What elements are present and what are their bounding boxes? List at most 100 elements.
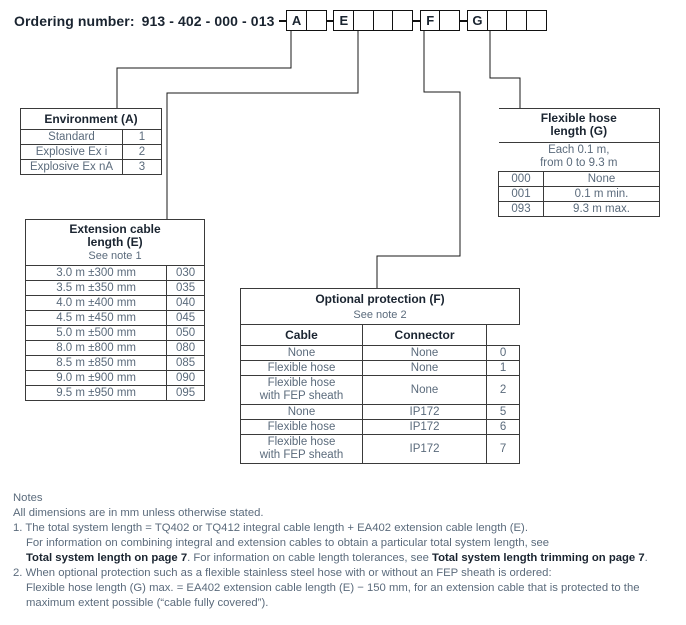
table-row[interactable]: 5.0 m ±500 mm 050 bbox=[24, 325, 205, 342]
code-cell-a-key[interactable]: A bbox=[286, 10, 308, 31]
protection-cable: Flexible hose with FEP sheath bbox=[240, 433, 363, 464]
extension-code: 030 bbox=[166, 265, 205, 282]
note-1-ref-2[interactable]: Total system length trimming on page 7 bbox=[432, 552, 645, 565]
note-1-ref-1[interactable]: Total system length on page 7 bbox=[26, 552, 188, 565]
table-row[interactable]: 093 9.3 m max. bbox=[498, 200, 660, 217]
note-1-number: 1. bbox=[13, 522, 23, 535]
table-row[interactable]: None IP172 5 bbox=[240, 403, 520, 420]
code-cell-e-key[interactable]: E bbox=[333, 10, 355, 31]
code-cell-e-1[interactable] bbox=[352, 10, 374, 31]
protection-cable-line2: with FEP sheath bbox=[259, 448, 344, 461]
extension-code: 050 bbox=[166, 325, 205, 342]
protection-code: 1 bbox=[486, 360, 520, 376]
table-row[interactable]: None None 0 bbox=[240, 345, 520, 361]
code-cell-g-key[interactable]: G bbox=[466, 10, 488, 31]
range-line2: from 0 to 9.3 m bbox=[540, 156, 618, 169]
extension-label: 4.0 m ±400 mm bbox=[24, 295, 168, 312]
extension-table-subtitle: See note 1 bbox=[88, 249, 142, 262]
code-cell-g-2[interactable] bbox=[506, 10, 528, 31]
code-cell-g-1[interactable] bbox=[486, 10, 508, 31]
table-row[interactable]: 3.0 m ±300 mm 030 bbox=[24, 265, 205, 282]
notes-dimensions-line: All dimensions are in mm unless otherwis… bbox=[13, 507, 264, 520]
code-cell-e-3[interactable] bbox=[392, 10, 414, 31]
environment-label: Explosive Ex i bbox=[20, 144, 123, 160]
flexible-hose-title: Flexible hose length (G) bbox=[498, 108, 660, 143]
table-row[interactable]: 000 None bbox=[498, 170, 660, 187]
ordering-number-base: 913 - 402 - 000 - 013 bbox=[141, 12, 275, 29]
extension-label: 3.5 m ±350 mm bbox=[24, 280, 168, 297]
leader-line-a bbox=[116, 31, 292, 108]
table-row[interactable]: 4.5 m ±450 mm 045 bbox=[24, 310, 205, 327]
note-1-line-2: For information on combining integral an… bbox=[26, 537, 550, 550]
code-cell-e-2[interactable] bbox=[372, 10, 394, 31]
environment-table-title: Environment (A) bbox=[20, 108, 162, 130]
dash-separator bbox=[326, 19, 335, 22]
flexible-hose-range: Each 0.1 m, from 0 to 9.3 m bbox=[498, 141, 660, 172]
note-1-line-3: Total system length on page 7. For infor… bbox=[13, 551, 673, 566]
protection-connector: None bbox=[361, 360, 488, 376]
dash-separator bbox=[413, 19, 422, 22]
note-2-line-1: 2. When optional protection such as a fl… bbox=[13, 566, 673, 581]
table-column-header-row: Cable Connector bbox=[240, 324, 520, 346]
extension-code: 085 bbox=[166, 355, 205, 372]
protection-connector: IP172 bbox=[361, 403, 488, 420]
range-line1: Each 0.1 m, bbox=[548, 143, 610, 156]
note-2-number: 2. bbox=[13, 567, 23, 580]
extension-code: 040 bbox=[166, 295, 205, 312]
code-group-a: A bbox=[286, 10, 327, 31]
table-row[interactable]: 9.0 m ±900 mm 090 bbox=[24, 370, 205, 387]
optional-protection-title: Optional protection (F) See note 2 bbox=[240, 288, 520, 325]
extension-label: 8.0 m ±800 mm bbox=[24, 340, 168, 357]
extension-code: 035 bbox=[166, 280, 205, 297]
environment-label: Standard bbox=[20, 129, 123, 145]
table-row[interactable]: Flexible hose IP172 6 bbox=[240, 418, 520, 435]
protection-code: 7 bbox=[486, 433, 520, 464]
protection-code: 5 bbox=[486, 403, 520, 420]
protection-cable: None bbox=[240, 403, 363, 420]
extension-code: 080 bbox=[166, 340, 205, 357]
extension-label: 9.5 m ±950 mm bbox=[24, 385, 168, 402]
ordering-number-row: Ordering number: 913 - 402 - 000 - 013 A… bbox=[14, 10, 547, 31]
protection-code: 2 bbox=[486, 375, 520, 405]
table-row[interactable]: 8.0 m ±800 mm 080 bbox=[24, 340, 205, 357]
leader-line-e bbox=[166, 31, 359, 219]
flexible-hose-code: 093 bbox=[498, 200, 544, 217]
code-cell-g-3[interactable] bbox=[525, 10, 547, 31]
code-cell-f-key[interactable]: F bbox=[419, 10, 441, 31]
optional-protection-subtitle: See note 2 bbox=[353, 309, 407, 321]
protection-cable: Flexible hose bbox=[240, 418, 363, 435]
extension-title-line1: Extension cable bbox=[69, 222, 161, 236]
table-row[interactable]: Flexible hose None 1 bbox=[240, 360, 520, 376]
flexible-hose-code: 000 bbox=[498, 170, 544, 187]
environment-label: Explosive Ex nA bbox=[20, 159, 123, 175]
column-header-connector: Connector bbox=[361, 324, 488, 346]
table-row[interactable]: Standard 1 bbox=[20, 129, 162, 145]
table-header-row: Extension cable length (E) See note 1 bbox=[25, 218, 205, 267]
table-row[interactable]: Explosive Ex i 2 bbox=[20, 144, 162, 160]
protection-connector: None bbox=[361, 375, 488, 405]
environment-code: 3 bbox=[122, 159, 162, 175]
code-cell-a-1[interactable] bbox=[305, 10, 327, 31]
code-cell-f-1[interactable] bbox=[439, 10, 461, 31]
table-row[interactable]: 3.5 m ±350 mm 035 bbox=[24, 280, 205, 297]
table-row[interactable]: Flexible hose with FEP sheath None 2 bbox=[240, 375, 520, 405]
table-row[interactable]: Explosive Ex nA 3 bbox=[20, 159, 162, 175]
table-row[interactable]: 4.0 m ±400 mm 040 bbox=[24, 295, 205, 312]
table-header-row: Environment (A) bbox=[20, 108, 162, 130]
flexible-hose-label: None bbox=[543, 170, 660, 187]
table-row[interactable]: Flexible hose with FEP sheath IP172 7 bbox=[240, 433, 520, 464]
flexible-hose-title-line1: Flexible hose bbox=[540, 111, 617, 125]
protection-code: 0 bbox=[486, 345, 520, 361]
table-row[interactable]: 001 0.1 m min. bbox=[498, 185, 660, 202]
note-1-text-1: The total system length = TQ402 or TQ412… bbox=[25, 522, 528, 535]
note-1-line-1: 1. The total system length = TQ402 or TQ… bbox=[13, 521, 673, 536]
table-row[interactable]: 8.5 m ±850 mm 085 bbox=[24, 355, 205, 372]
protection-cable-line2: with FEP sheath bbox=[259, 389, 344, 402]
flexible-hose-label: 9.3 m max. bbox=[543, 200, 660, 217]
table-row[interactable]: 9.5 m ±950 mm 095 bbox=[24, 385, 205, 402]
table-header-row: Optional protection (F) See note 2 bbox=[240, 288, 520, 325]
protection-cable-line1: Flexible hose bbox=[267, 377, 336, 389]
note-1-text-3b: . For information on cable length tolera… bbox=[187, 552, 433, 565]
column-header-cable: Cable bbox=[240, 324, 363, 346]
extension-label: 4.5 m ±450 mm bbox=[24, 310, 168, 327]
